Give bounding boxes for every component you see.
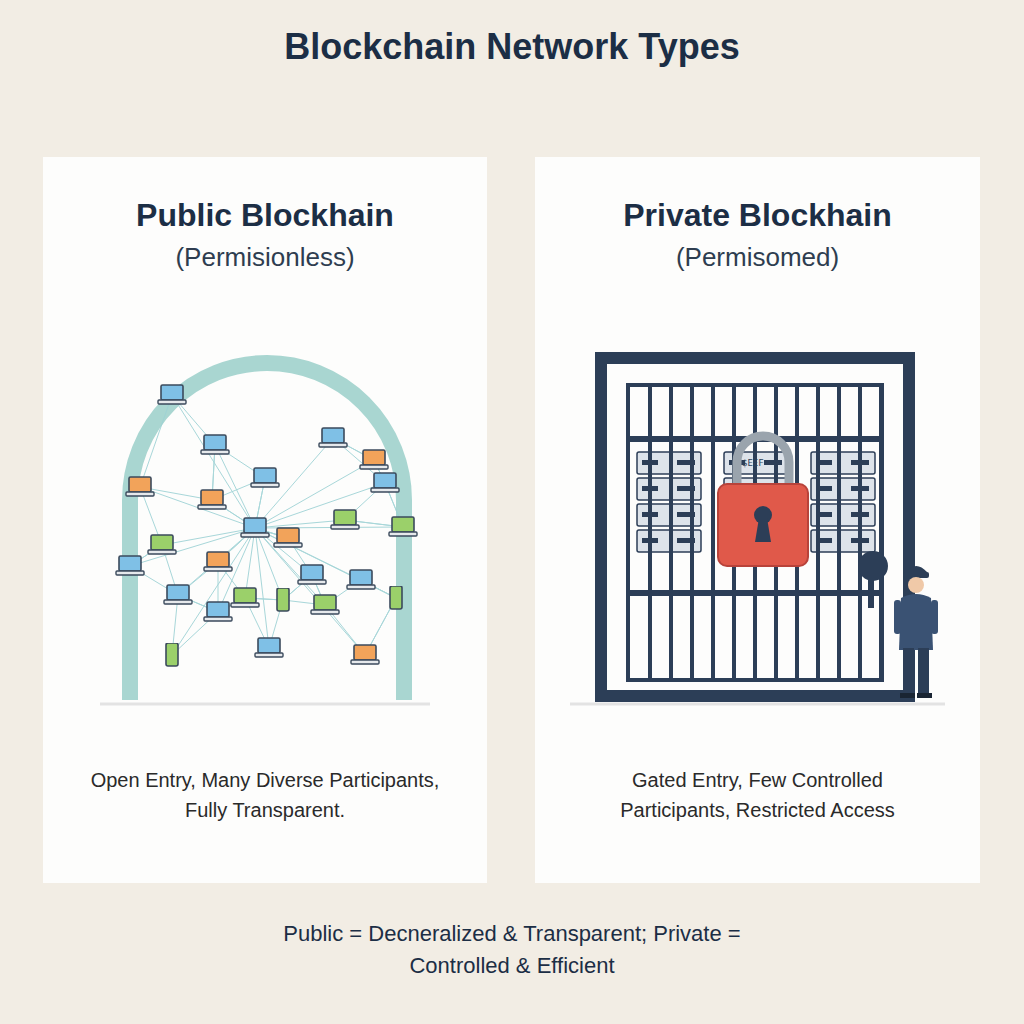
- subheading: (Permisomed): [676, 242, 839, 273]
- heading: Private Blockhain: [623, 197, 892, 234]
- open-arch: [130, 363, 404, 700]
- description: Open Entry, Many Diverse Participants, F…: [85, 765, 445, 825]
- subheading: (Permisionless): [175, 242, 354, 273]
- diagram-title: Blockchain Network Types: [0, 26, 1024, 68]
- network-card: Private Blockhain (Permisomed) Gated Entry…: [535, 157, 980, 883]
- card-ground: [535, 157, 980, 883]
- peer-network: [116, 385, 417, 666]
- caption: Public = Decneralized & Transparent; Pri…: [262, 918, 762, 982]
- card-ground: [43, 157, 487, 883]
- screen-label: $EEF: [742, 458, 764, 468]
- description: Gated Entry, Few Controlled Participants…: [578, 765, 938, 825]
- security-guard: [894, 566, 938, 698]
- heading: Public Blockhain: [136, 197, 394, 234]
- network-card: Public Blockhain (Permisionless) Open Entr…: [43, 157, 487, 883]
- locked-gate: [570, 358, 945, 704]
